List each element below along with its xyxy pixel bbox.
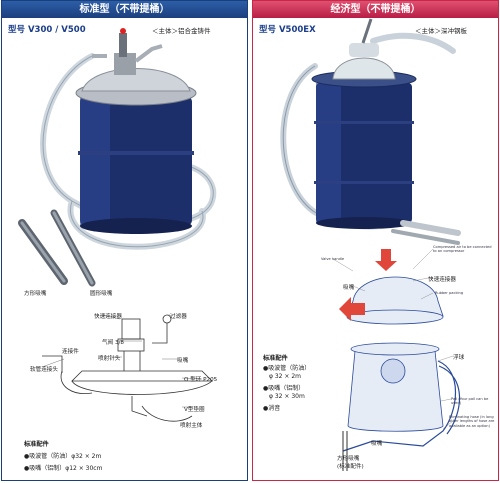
label-quick-connector-right: 快速连接器 <box>428 277 456 283</box>
economy-accessory-item: ●消音 <box>263 405 281 412</box>
label-hose-note: Eliminating hose (in long other lengths … <box>449 415 495 428</box>
economy-vacuum-illustration <box>280 18 461 471</box>
label-air: 气阀 3/8 <box>102 340 124 346</box>
economy-model: 型号 V500EX <box>259 25 316 35</box>
label-rubber-packing: Rubber packing <box>435 291 464 295</box>
standard-panel: 标准型（不带提桶） 型号 V300 / V500 ＜主体＞铝合金铸件 <box>1 0 248 481</box>
label-ring: O 型环 P205 <box>184 377 218 383</box>
label-hose-connector: 软管连接头 <box>30 367 58 373</box>
standard-model: 型号 V300 / V500 <box>8 25 86 35</box>
label-pail: Pail (Your pail can be used) <box>451 397 489 406</box>
standard-vacuum-illustration <box>18 28 217 422</box>
label-suction-head: 吸嘴 <box>177 358 189 364</box>
economy-accessories-title: 标准配件 <box>263 355 288 362</box>
economy-accessory-item: φ 32 × 30m <box>269 393 305 400</box>
economy-accessory-item: ●吸嘴（铝制） <box>263 385 305 392</box>
label-body: 喷射主体 <box>180 423 203 429</box>
label-quick-connector: 快速连接器 <box>94 314 122 320</box>
standard-spec: ＜主体＞铝合金铸件 <box>152 27 211 35</box>
round-nozzle-label: 圆形吸嘴 <box>90 291 113 297</box>
economy-spec: ＜主体＞深冲钢板 <box>415 27 467 35</box>
label-valve: Valve handle <box>321 257 345 261</box>
economy-panel: 经济型（不带提桶） 型号 V500EX ＜主体＞深冲钢板 <box>252 0 499 481</box>
standard-accessory-item: ●吸嘴（铝制）φ12 × 30cm <box>24 465 103 472</box>
label-needle: 喷射针头 <box>98 356 121 362</box>
standard-header: 标准型（不带提桶） <box>2 1 247 18</box>
label-suction-right: 吸嘴 <box>343 285 355 291</box>
economy-accessory-item: φ 32 × 2m <box>269 373 302 380</box>
label-filter: 过滤器 <box>170 314 187 320</box>
label-v-seal: V型垫圈 <box>184 407 205 413</box>
label-float: 浮球 <box>453 355 465 361</box>
economy-header: 经济型（不带提桶） <box>253 1 498 18</box>
label-pipe: 连接件 <box>62 349 79 355</box>
flat-nozzle-label: 方形吸嘴 <box>24 291 47 297</box>
label-nozzle-right: 吸嘴 <box>371 441 383 447</box>
standard-accessories-title: 标准配件 <box>24 441 49 448</box>
standard-accessory-item: ●吸波管（防油）φ32 × 2m <box>24 453 102 460</box>
label-compressed-air: Compressed air to be connected to an com… <box>433 245 492 254</box>
economy-accessory-item: ●吸波管（防油） <box>263 365 311 372</box>
label-nozzle-standard: 方形吸嘴 (标准配件) <box>337 456 364 470</box>
